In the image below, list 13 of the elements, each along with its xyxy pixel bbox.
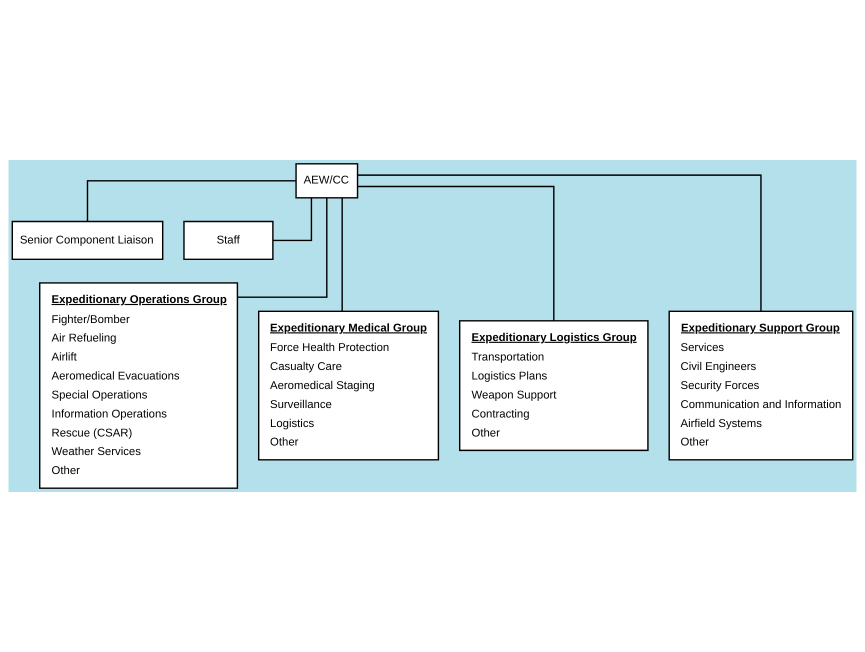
node-box: Expeditionary Operations Group Fighter/Bomber Air Refueling Airlift Aeromedical Evacuations Special Operations Information Operations Rescue (CSAR) Weather Services Other	[39, 282, 238, 489]
connector	[86, 180, 296, 222]
connector	[358, 174, 762, 312]
node-box: Staff	[183, 220, 274, 260]
connector	[341, 198, 343, 312]
connector	[273, 198, 312, 242]
node-box: Expeditionary Logistics Group Transportation Logistics Plans Weapon Support Contracting Other	[458, 320, 649, 452]
node-box: Expeditionary Support Group Services Civil Engineers Security Forces Communication and Information Airfield Systems Other	[668, 310, 854, 461]
node-box: Expeditionary Medical Group Force Health Protection Casualty Care Aeromedical Staging Surveillance Logistics Other	[258, 310, 440, 461]
node-box: Senior Component Liaison	[12, 220, 164, 260]
connector	[358, 186, 555, 321]
node-box: AEW/CC	[295, 163, 358, 199]
connector	[238, 198, 328, 298]
